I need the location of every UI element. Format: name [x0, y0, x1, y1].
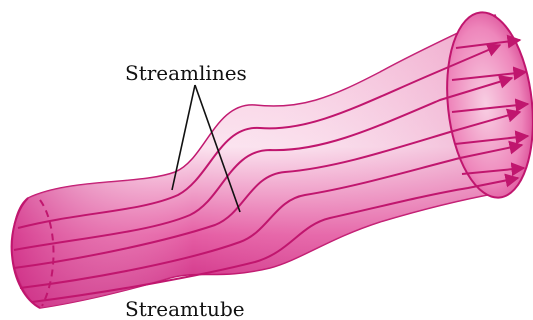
- streamtube-body: [12, 8, 533, 308]
- streamtube-label: Streamtube: [125, 297, 245, 320]
- streamlines-label: Streamlines: [125, 61, 247, 85]
